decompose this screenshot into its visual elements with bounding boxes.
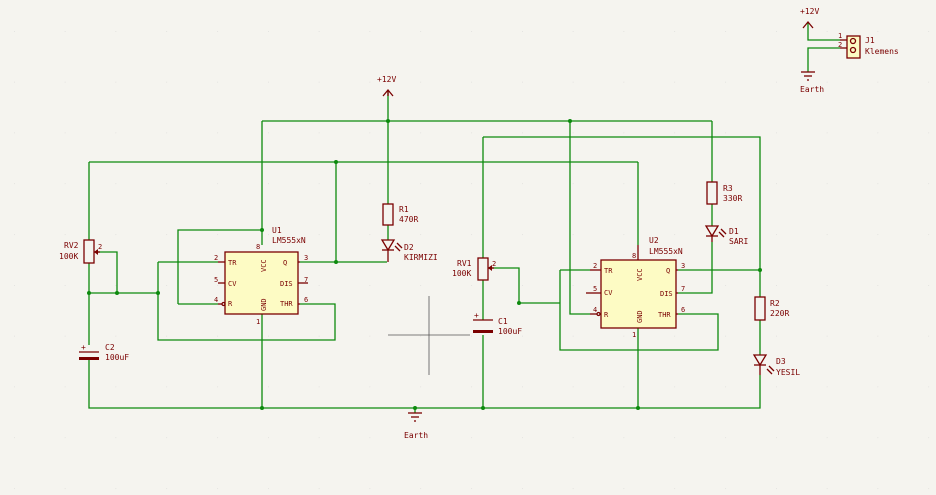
pin-number: 2 (593, 262, 597, 270)
component-value: 470R (399, 215, 418, 224)
component-value: 100uF (498, 327, 522, 336)
component-ref: C1 (498, 317, 508, 326)
component-ref: R2 (770, 299, 780, 308)
pin-number: 6 (304, 296, 308, 304)
pin-number: 3 (681, 262, 685, 270)
capacitor-c2[interactable]: + C2 100uF (79, 343, 129, 362)
earth-symbol-connector: Earth (800, 71, 824, 94)
ic-u2[interactable]: U2 LM555xN TR CV R Q DIS THR VCC GND 2 5… (586, 236, 685, 339)
pin-name: R (604, 311, 609, 319)
pin-name: CV (228, 280, 237, 288)
resistor-r1[interactable]: R1 470R (382, 203, 418, 226)
pin-name: THR (280, 300, 293, 308)
ic-u1[interactable]: U1 LM555xN TR CV R Q DIS THR VCC GND 2 5… (214, 226, 308, 326)
component-ref: R3 (723, 184, 733, 193)
pin-number: 8 (256, 243, 260, 251)
component-value: YESIL (776, 368, 800, 377)
pin-name: TR (604, 267, 613, 275)
ic-value: LM555xN (649, 247, 683, 256)
pin-name: VCC (260, 259, 268, 272)
component-ref: RV1 (457, 259, 472, 268)
potentiometer-rv2[interactable]: 2 RV2 100K (59, 239, 102, 264)
cursor-crosshair (388, 296, 470, 375)
component-value: 100K (452, 269, 471, 278)
pin-number: 4 (593, 306, 597, 314)
power-label: +12V (800, 7, 819, 16)
wires (88, 22, 840, 413)
pin-number: 1 (838, 32, 842, 40)
earth-symbol-main: Earth (404, 412, 428, 440)
component-value: KIRMIZI (404, 253, 438, 262)
power-plus12v-connector: +12V (800, 7, 819, 29)
pin-number: 3 (304, 254, 308, 262)
pin-number: 1 (632, 331, 636, 339)
ic-ref: U1 (272, 226, 282, 235)
ic-ref: U2 (649, 236, 659, 245)
pin-name: GND (636, 310, 644, 323)
pin-name: R (228, 300, 233, 308)
pin-number: 8 (632, 252, 636, 260)
pin-name: Q (283, 259, 287, 267)
pin-name: Q (666, 267, 670, 275)
earth-label: Earth (404, 431, 428, 440)
pin-number: 7 (304, 276, 308, 284)
pin-number: 7 (681, 285, 685, 293)
pin-number: 6 (681, 306, 685, 314)
pin-number: 2 (492, 260, 496, 268)
svg-text:+: + (474, 311, 479, 320)
component-value: 100uF (105, 353, 129, 362)
component-value: Klemens (865, 47, 899, 56)
component-ref: D2 (404, 243, 414, 252)
component-value: 330R (723, 194, 742, 203)
resistor-r2[interactable]: R2 220R (754, 296, 789, 321)
pin-number: 5 (593, 285, 597, 293)
pin-name: THR (658, 311, 671, 319)
pin-number: 2 (98, 243, 102, 251)
earth-label: Earth (800, 85, 824, 94)
pin-number: 5 (214, 276, 218, 284)
pin-number: 2 (838, 41, 842, 49)
svg-text:+: + (81, 343, 86, 352)
component-value: SARI (729, 237, 748, 246)
component-ref: RV2 (64, 241, 79, 250)
led-d3[interactable]: D3 YESIL (752, 354, 800, 377)
pin-name: DIS (280, 280, 293, 288)
led-d2[interactable]: D2 KIRMIZI (380, 239, 438, 262)
ic-value: LM555xN (272, 236, 306, 245)
pin-name: GND (260, 298, 268, 311)
component-ref: J1 (865, 36, 875, 45)
pin-number: 4 (214, 296, 218, 304)
component-value: 100K (59, 252, 78, 261)
pin-name: TR (228, 259, 237, 267)
pin-number: 1 (256, 318, 260, 326)
connector-j1[interactable]: 1 2 J1 Klemens (838, 32, 899, 59)
led-d1[interactable]: D1 SARI (704, 225, 748, 246)
component-ref: D3 (776, 357, 786, 366)
pin-name: VCC (636, 268, 644, 281)
power-plus12v-main: +12V (377, 75, 396, 97)
pin-number: 2 (214, 254, 218, 262)
junctions (87, 119, 762, 410)
capacitor-c1[interactable]: + C1 100uF (473, 311, 522, 336)
potentiometer-rv1[interactable]: 2 RV1 100K (452, 257, 496, 281)
pin-name: DIS (660, 290, 673, 298)
component-value: 220R (770, 309, 789, 318)
component-ref: C2 (105, 343, 115, 352)
resistor-r3[interactable]: R3 330R (706, 181, 742, 205)
component-ref: D1 (729, 227, 739, 236)
pin-name: CV (604, 289, 613, 297)
component-ref: R1 (399, 205, 409, 214)
power-label: +12V (377, 75, 396, 84)
